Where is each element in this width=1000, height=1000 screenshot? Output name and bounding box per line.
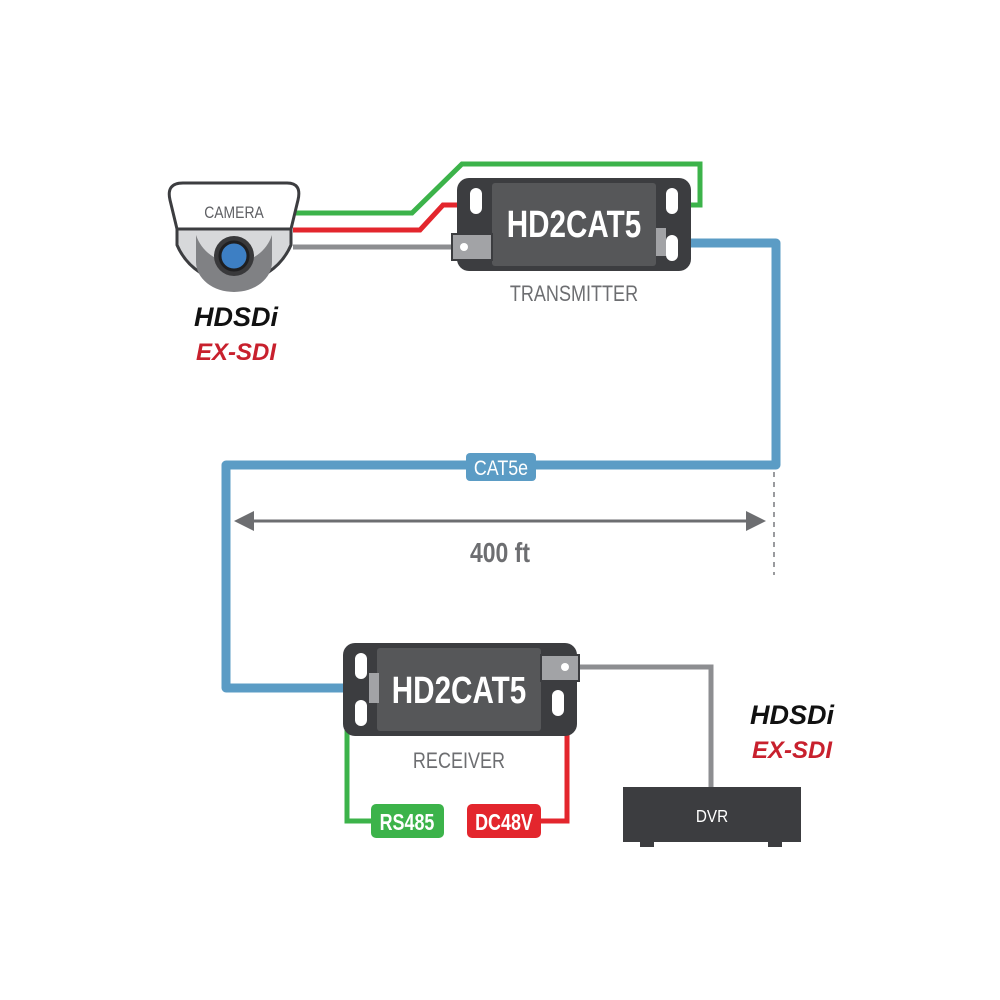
transmitter-device: HD2CAT5 <box>451 178 691 271</box>
rs485-label: RS485 <box>380 810 435 836</box>
gray-wire-dvr <box>578 664 714 787</box>
exsdi-logo-camera: EX-SDI <box>196 339 277 366</box>
transmitter-title: HD2CAT5 <box>507 204 641 246</box>
cat5e-label-badge: CAT5e <box>466 453 536 481</box>
hdsdi-logo-dvr: HDSDi <box>750 700 835 730</box>
dvr-label: DVR <box>696 806 728 826</box>
green-wire-camera <box>293 161 703 216</box>
dc48v-badge: DC48V <box>467 804 541 838</box>
receiver-title: HD2CAT5 <box>392 670 526 712</box>
dome-camera: CAMERA <box>167 181 301 292</box>
transmitter-rj45-port <box>656 228 666 256</box>
distance-arrow <box>234 511 766 531</box>
rs485-badge: RS485 <box>371 804 444 838</box>
dc48v-label: DC48V <box>475 810 533 836</box>
distance-label: 400 ft <box>470 538 530 569</box>
transmitter-caption: TRANSMITTER <box>510 282 638 306</box>
hdsdi-logo-camera: HDSDi <box>194 302 279 332</box>
receiver-bnc-port <box>540 654 580 682</box>
exsdi-logo-dvr: EX-SDI <box>752 737 833 764</box>
cat5e-label: CAT5e <box>474 457 528 481</box>
dvr-device: DVR <box>623 787 801 847</box>
camera-label: CAMERA <box>204 204 264 223</box>
camera-lens-icon <box>218 240 250 272</box>
receiver-caption: RECEIVER <box>413 749 505 773</box>
transmitter-bnc-port <box>451 233 493 261</box>
receiver-rj45-port <box>369 673 379 703</box>
receiver-device: HD2CAT5 <box>343 643 580 736</box>
